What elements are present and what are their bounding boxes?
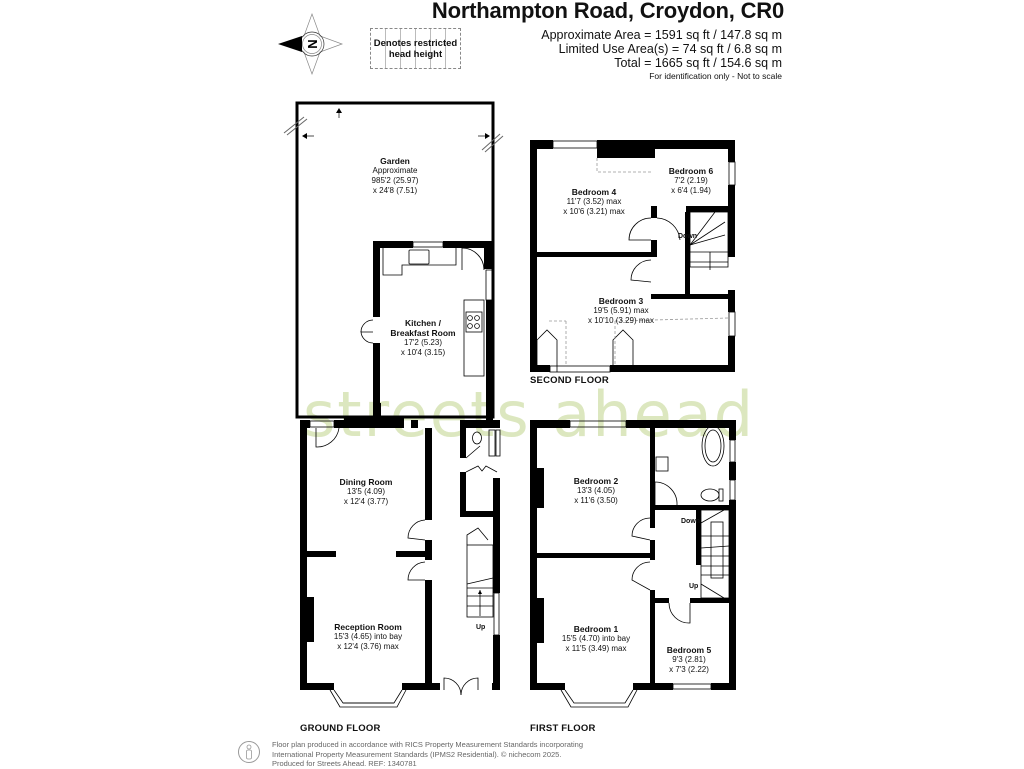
room-bedroom-5: Bedroom 5 9'3 (2.81) x 7'3 (2.22) xyxy=(666,645,712,674)
limited-use-area: Limited Use Area(s) = 74 sq ft / 6.8 sq … xyxy=(558,42,782,56)
second-floor-walls xyxy=(530,140,735,372)
room-bedroom-3: Bedroom 3 19'5 (5.91) max x 10'10 (3.29)… xyxy=(587,296,655,325)
legend-line-1: Denotes restricted xyxy=(373,38,458,49)
ground-floor-walls xyxy=(300,403,500,690)
room-bedroom-4: Bedroom 4 11'7 (3.52) max x 10'6 (3.21) … xyxy=(563,187,625,216)
garden-outline xyxy=(283,101,504,419)
kitchen-walls xyxy=(373,241,493,423)
ipms-person-icon xyxy=(238,741,260,763)
ground-stairs-up-label: Up xyxy=(476,624,486,631)
compass-n-letter: N xyxy=(305,39,320,48)
first-stairs-up-label: Up xyxy=(689,583,699,590)
room-reception: Reception Room 15'3 (4.65) into bay x 12… xyxy=(333,622,403,651)
room-dining: Dining Room 13'5 (4.09) x 12'4 (3.77) xyxy=(339,477,393,506)
room-kitchen: Kitchen / Breakfast Room 17'2 (5.23) x 1… xyxy=(390,318,456,357)
first-floor-walls xyxy=(530,420,736,690)
restricted-height-legend-swatch xyxy=(370,28,461,69)
room-bedroom-6: Bedroom 6 7'2 (2.19) x 6'4 (1.94) xyxy=(668,166,714,195)
restricted-height-legend-text: Denotes restricted head height xyxy=(370,38,461,60)
second-floor-label: SECOND FLOOR xyxy=(530,375,609,386)
room-garden: Garden Approximate 985'2 (25.97) x 24'8 … xyxy=(371,156,419,195)
footer-disclaimer: Floor plan produced in accordance with R… xyxy=(272,740,583,769)
approximate-area: Approximate Area = 1591 sq ft / 147.8 sq… xyxy=(541,28,782,42)
footer-line-2: International Property Measurement Stand… xyxy=(272,749,562,759)
second-stairs-down-label: Down xyxy=(678,233,698,240)
scale-note: For identification only - Not to scale xyxy=(649,71,782,81)
property-title: Northampton Road, Croydon, CR0 xyxy=(431,0,784,23)
legend-line-2: head height xyxy=(388,49,443,60)
first-floor-label: FIRST FLOOR xyxy=(530,723,596,734)
total-area: Total = 1665 sq ft / 154.6 sq m xyxy=(614,56,782,70)
room-bedroom-1: Bedroom 1 15'5 (4.70) into bay x 11'5 (3… xyxy=(561,624,631,653)
room-bedroom-2: Bedroom 2 13'3 (4.05) x 11'6 (3.50) xyxy=(573,476,619,505)
ground-floor-label: GROUND FLOOR xyxy=(300,723,381,734)
footer-line-1: Floor plan produced in accordance with R… xyxy=(272,740,583,749)
first-stairs-down-label: Down xyxy=(681,518,701,525)
footer-line-3: Produced for Streets Ahead. REF: 1340781 xyxy=(272,759,417,768)
